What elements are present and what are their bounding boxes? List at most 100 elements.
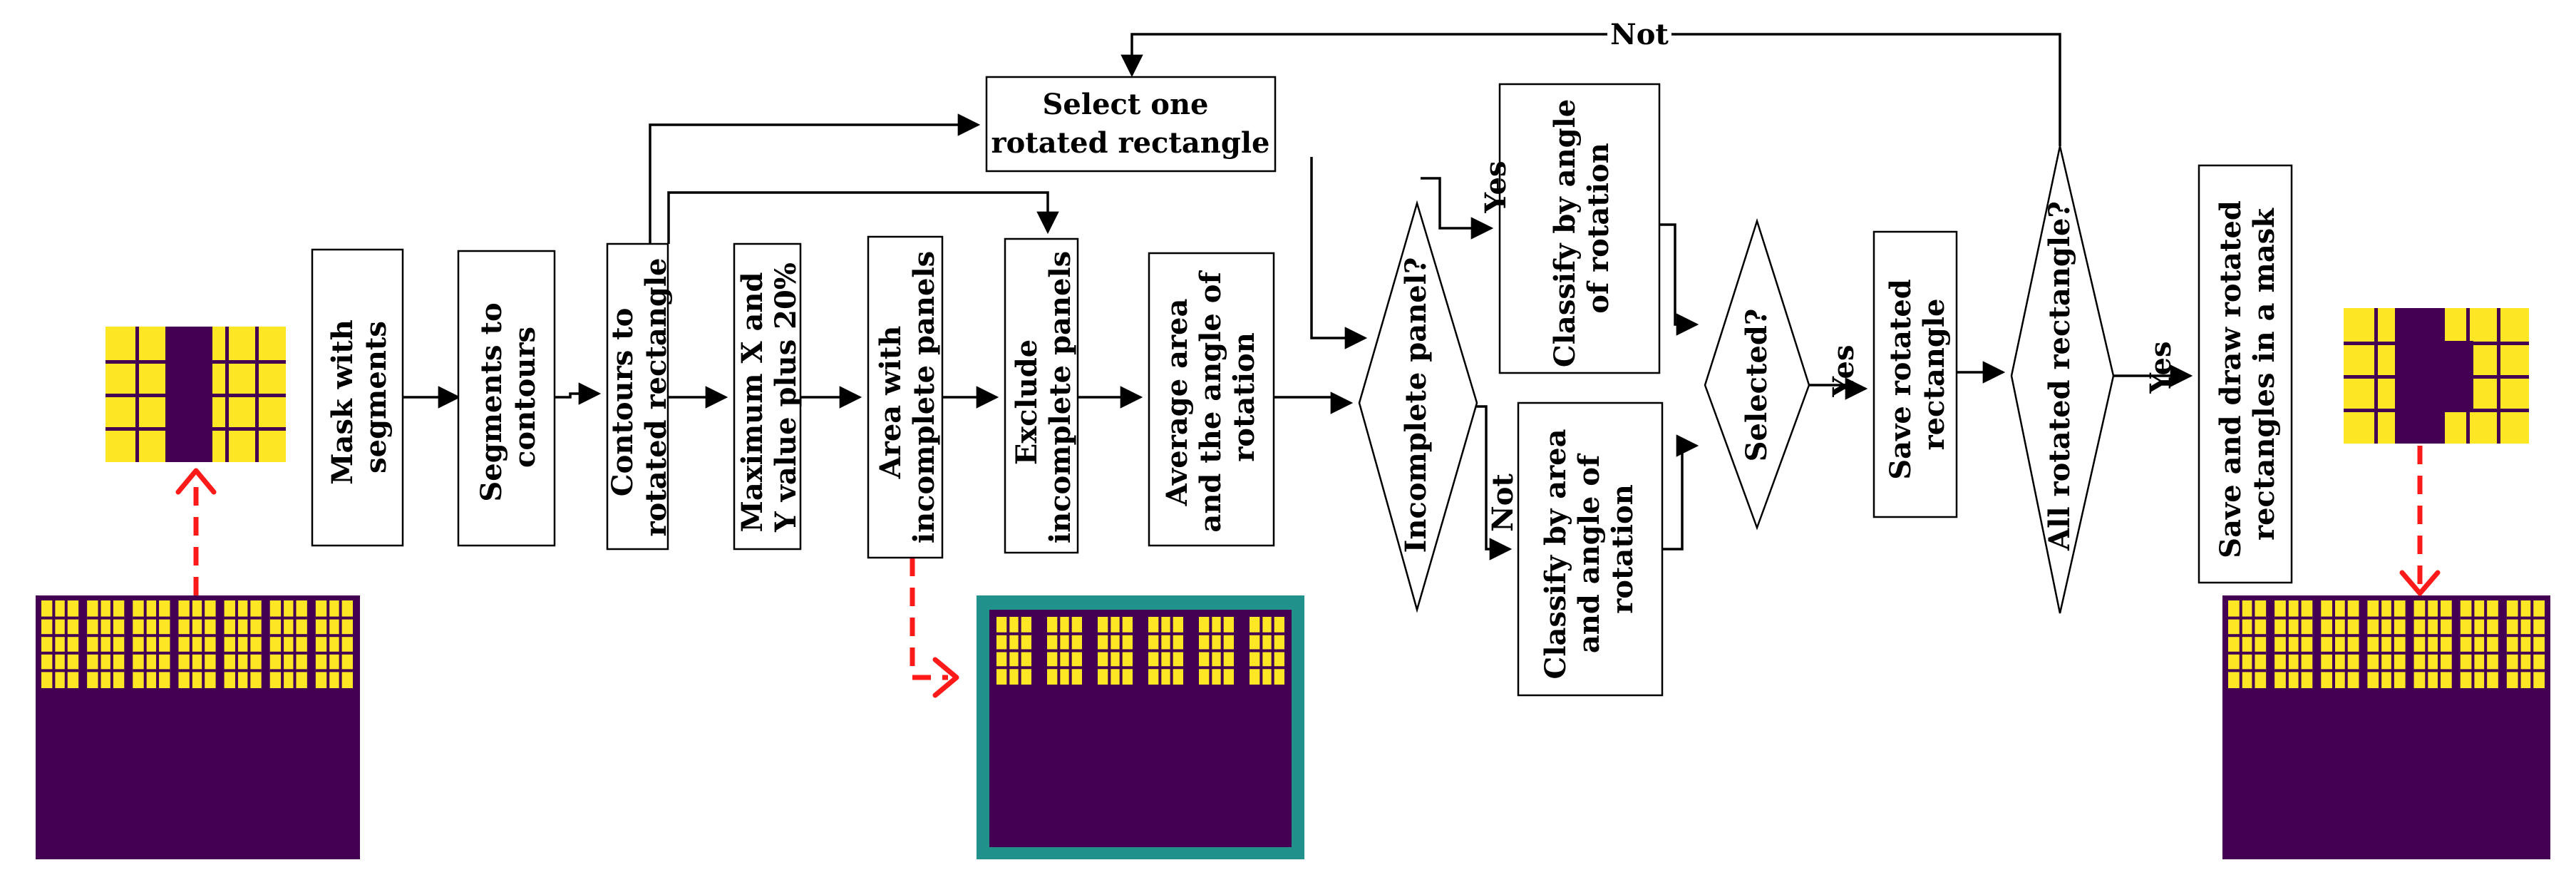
panel-grid-line: [2321, 669, 2359, 672]
detected-region: [2445, 341, 2473, 412]
panel-grid-line: [293, 600, 297, 688]
step-average-area-angle: Average area and the angle of rotation: [1148, 252, 1275, 547]
decision-label: Selected?: [1740, 309, 1773, 462]
arrow-average-to-incomplete: [1274, 392, 1354, 414]
panel-grid-line: [1250, 632, 1284, 635]
panel-grid-line: [2228, 651, 2267, 655]
panel-grid-line: [41, 616, 79, 620]
panel-grid-line: [315, 669, 353, 672]
panel-strip: [87, 600, 125, 688]
panel-grid-line: [1047, 649, 1082, 652]
missing-panel: [168, 327, 212, 462]
label-mask-not-all: [1607, 18, 1671, 49]
panel-grid-line: [224, 616, 262, 620]
panel-grid-line: [2274, 616, 2313, 620]
panel-grid-line: [1047, 632, 1082, 635]
detected-region: [2395, 308, 2445, 444]
panel-grid-line: [2367, 669, 2406, 672]
panel-grid-line: [2471, 600, 2475, 688]
output-mask-zoom: [2344, 308, 2529, 444]
panel-strip: [269, 600, 307, 688]
panel-grid-line: [2367, 651, 2406, 655]
step-label: Area with incomplete panels: [874, 251, 941, 543]
step-label: Save and draw rotated rectangles in a ma…: [2214, 190, 2281, 558]
step-label: Exclude incomplete panels: [1010, 251, 1077, 543]
dashed-arrow-middle: [910, 558, 959, 698]
edge-label-yes-all: Yes: [2144, 341, 2178, 394]
arrow-select-to-incomplete: [1310, 157, 1368, 349]
step-segments-to-contours: Segments to contours: [457, 250, 556, 547]
panel-grid-line: [1047, 666, 1082, 670]
panel-grid-line: [1199, 632, 1234, 635]
step-area-with-incomplete-panels: Area with incomplete panels: [867, 235, 944, 559]
dashed-arrow-right: [2399, 446, 2441, 596]
panel-grid-line: [189, 600, 192, 688]
decision-all-rotated-rectangle: All rotated rectangle?: [2010, 145, 2115, 614]
panel-grid-line: [2506, 651, 2545, 655]
panel-grid-line: [2506, 669, 2545, 672]
panel-grid-line: [2274, 669, 2313, 672]
panel-grid-line: [2367, 634, 2406, 638]
step-label: Classify by area and angle of rotation: [1539, 419, 1639, 680]
edge-label-not-incomplete: Not: [1486, 474, 1520, 532]
panel-grid-line: [98, 600, 101, 688]
panel-grid-line: [247, 600, 251, 688]
panel-grid-line: [1098, 649, 1133, 652]
panel-grid-line: [326, 600, 330, 688]
panel-grid-line: [2460, 651, 2498, 655]
panel-grid-line: [2438, 600, 2441, 688]
panel-grid-line: [64, 600, 68, 688]
step-label: Save rotated rectangle: [1884, 269, 1951, 479]
panel-grid-line: [224, 651, 262, 655]
flow-lines: [403, 33, 2193, 561]
panel-grid-line: [2274, 651, 2313, 655]
arrow-all-not-to-select: [1120, 33, 2061, 146]
panel-grid-line: [996, 649, 1031, 652]
panel-grid-line: [2228, 634, 2267, 638]
decision-label: Incomplete panel?: [1399, 257, 1433, 553]
panel-strip: [2321, 600, 2359, 688]
panel-grid-line: [2413, 634, 2452, 638]
step-classify-by-angle: Classify by angle of rotation: [1498, 83, 1661, 374]
panel-grid-line: [996, 666, 1031, 670]
panel-grid-line: [1250, 666, 1284, 670]
panel-grid-line: [996, 632, 1031, 635]
panel-strip: [41, 600, 79, 688]
arrow-contours-to-rotrect: [555, 382, 602, 405]
panel-grid-line: [269, 651, 307, 655]
panel-grid-line: [1250, 649, 1284, 652]
panel-grid-line: [2274, 634, 2313, 638]
panel-grid-line: [41, 651, 79, 655]
panel-grid-line: [156, 600, 160, 688]
panel-grid-line: [2530, 600, 2534, 688]
step-label: Classify by angle of rotation: [1548, 89, 1615, 367]
panel-grid-line: [1098, 632, 1133, 635]
panel-grid-line: [2506, 634, 2545, 638]
panel-grid-line: [224, 634, 262, 638]
panel-grid-line: [2460, 616, 2498, 620]
arrow-not-to-classify-area: [1468, 405, 1513, 561]
input-mask-zoom: [105, 327, 286, 462]
step-label: Mask with segments: [326, 309, 393, 484]
panel-grid-line: [2228, 669, 2267, 672]
step-label: Contours to rotated rectangle: [606, 258, 673, 537]
panel-grid-line: [315, 634, 353, 638]
arrow-classify-angle-to-selected: [1659, 223, 1699, 336]
panel-grid-line: [2460, 669, 2498, 672]
panel-strip: [2228, 600, 2267, 688]
panel-grid-line: [269, 669, 307, 672]
panel-grid-line: [1199, 649, 1234, 652]
panel-strip: [315, 600, 353, 688]
step-label: Maximum X and Y value plus 20%: [736, 262, 803, 533]
dashed-arrow-left: [175, 468, 217, 595]
area-incomplete-image: [977, 595, 1304, 859]
panel-strip: [2367, 600, 2406, 688]
step-classify-by-area-angle: Classify by area and angle of rotation: [1517, 401, 1664, 697]
step-label: Segments to contours: [475, 292, 542, 501]
panel-grid-line: [2285, 600, 2289, 688]
image-bg: [989, 610, 1292, 847]
panel-grid-line: [2228, 616, 2267, 620]
panel-grid-line: [133, 651, 170, 655]
panel-grid-line: [2379, 600, 2382, 688]
step-label: Average area and the angle of rotation: [1160, 262, 1261, 532]
